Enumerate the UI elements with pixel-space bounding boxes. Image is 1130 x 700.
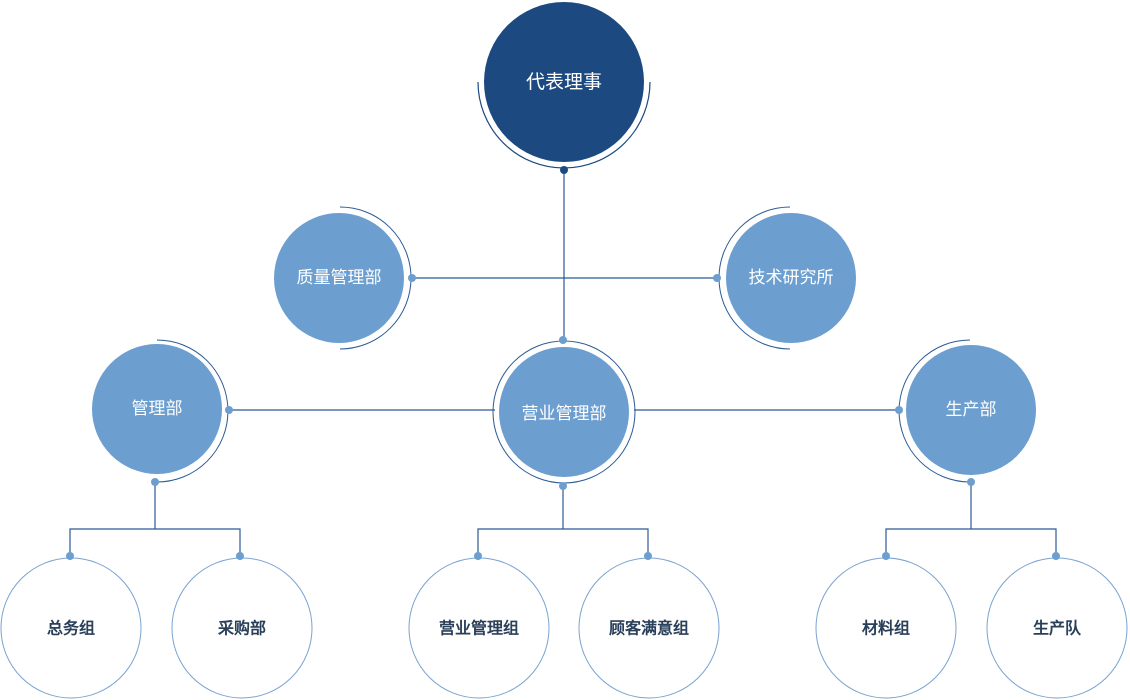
- node-production-team: 生产队: [986, 557, 1128, 699]
- production-circle: [906, 345, 1036, 475]
- dot-sales-team-top: [474, 552, 482, 560]
- dot-production-left: [895, 406, 903, 414]
- dot-root-bottom: [560, 166, 568, 174]
- node-general-affairs: 总务组: [0, 557, 142, 699]
- admin-label: 管理部: [132, 399, 183, 419]
- node-sales-team: 营业管理组: [408, 557, 550, 699]
- node-purchasing: 采购部: [171, 557, 313, 699]
- line-sales-bar: [477, 528, 649, 556]
- materials-label: 材料组: [862, 619, 910, 638]
- connector-lines: [69, 170, 1057, 556]
- sales-team-label: 营业管理组: [439, 619, 519, 638]
- node-customer-satisfaction: 顾客满意组: [578, 557, 720, 699]
- dot-admin-right: [225, 406, 233, 414]
- dot-sales-top: [559, 336, 567, 344]
- node-production: 生产部: [898, 339, 1036, 483]
- root-circle: [484, 2, 644, 162]
- sales-circle: [499, 347, 629, 477]
- node-root: 代表理事: [477, 2, 651, 169]
- quality-circle: [274, 213, 404, 343]
- dot-materials-top: [882, 552, 890, 560]
- node-materials: 材料组: [815, 557, 957, 699]
- dot-customer-satisfaction-top: [644, 552, 652, 560]
- dot-tech-left: [713, 274, 721, 282]
- purchasing-label: 采购部: [217, 619, 266, 638]
- dot-sales-bottom: [559, 482, 567, 490]
- dot-production-bottom: [967, 478, 975, 486]
- dot-quality-right: [408, 274, 416, 282]
- production-label: 生产部: [946, 400, 997, 420]
- production-team-label: 生产队: [1033, 619, 1082, 638]
- general-affairs-label: 总务组: [47, 619, 95, 638]
- node-tech: 技术研究所: [718, 206, 856, 350]
- sales-label: 营业管理部: [522, 404, 607, 424]
- quality-label: 质量管理部: [297, 268, 382, 288]
- line-production-bar: [885, 528, 1057, 556]
- root-label: 代表理事: [526, 71, 602, 93]
- node-quality: 质量管理部: [274, 206, 412, 350]
- node-admin: 管理部: [92, 339, 229, 483]
- tech-circle: [726, 213, 856, 343]
- line-admin-bar: [69, 528, 241, 556]
- dot-purchasing-top: [236, 552, 244, 560]
- dot-general-affairs-top: [66, 552, 74, 560]
- customer-satisfaction-label: 顾客满意组: [609, 619, 689, 638]
- admin-circle: [92, 344, 222, 474]
- dot-admin-bottom: [151, 478, 159, 486]
- tech-label: 技术研究所: [749, 268, 834, 288]
- dot-production-team-top: [1052, 552, 1060, 560]
- connector-dots: [66, 166, 1060, 560]
- node-sales: 营业管理部: [492, 340, 636, 484]
